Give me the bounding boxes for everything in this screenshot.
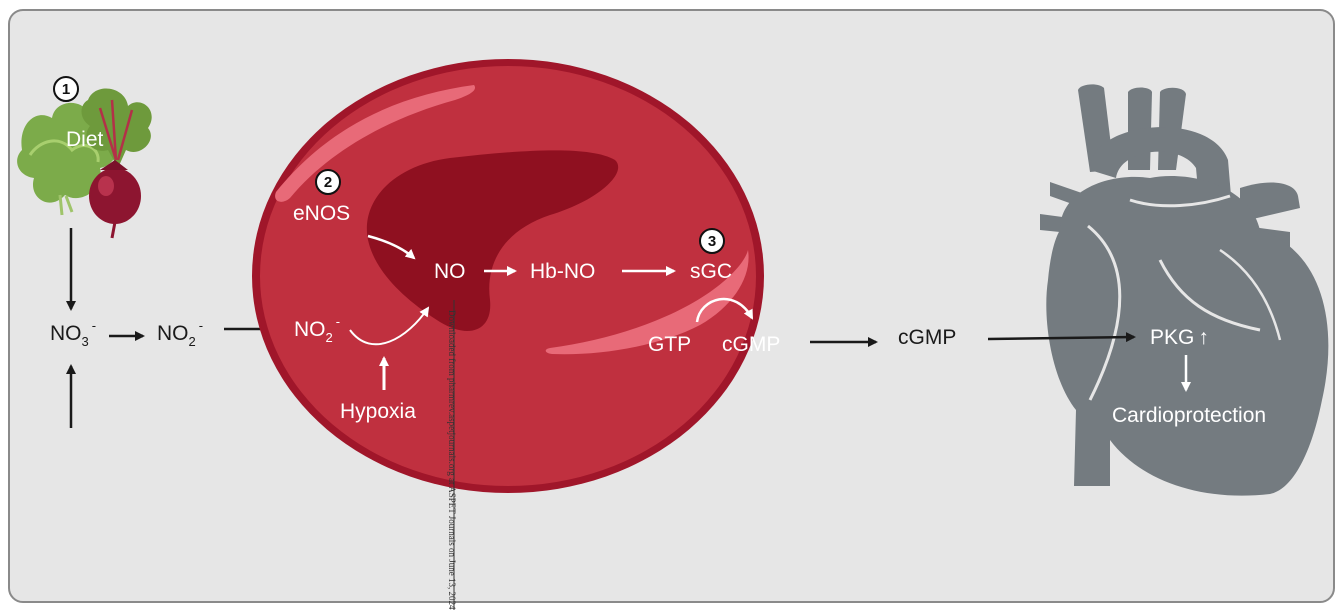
nitrite-to-no-arrow	[349, 306, 430, 346]
gtp-to-cgmp-arrow	[695, 297, 754, 323]
step-1-badge	[53, 76, 79, 102]
diet-vegetables-icon	[17, 88, 152, 239]
nitrate-label: NO3-	[50, 318, 96, 349]
heart-icon	[1040, 84, 1329, 496]
pkg-label: PKG↑	[1150, 326, 1209, 349]
hypoxia-label: Hypoxia	[340, 400, 416, 423]
red-blood-cell	[252, 59, 764, 493]
gtp-label: GTP	[648, 333, 691, 356]
step-2-badge	[315, 169, 341, 195]
cardioprotection-label: Cardioprotection	[1112, 404, 1266, 427]
step-2-number: 2	[324, 174, 332, 191]
cgmp-cell-label: cGMP	[722, 333, 780, 356]
step-1-number: 1	[62, 81, 70, 98]
step-3-badge	[699, 228, 725, 254]
nitrite-label: NO2-	[157, 318, 203, 349]
watermark-text: Downloaded from pharmrev.aspetjournals.o…	[447, 310, 457, 610]
hbno-label: Hb-NO	[530, 260, 595, 283]
cgmp-out-label: cGMP	[898, 326, 956, 349]
no-label: NO	[434, 260, 466, 283]
enos-to-no-arrow	[367, 234, 416, 260]
nitrite-cell-label: NO2-	[294, 314, 340, 345]
enos-label: eNOS	[293, 202, 350, 225]
cgmp-to-pkg-arrow	[987, 332, 1136, 343]
up-arrow-icon: ↑	[1198, 326, 1209, 349]
sgc-label: sGC	[690, 260, 732, 283]
diet-label: Diet	[66, 128, 104, 151]
step-3-number: 3	[708, 233, 716, 250]
